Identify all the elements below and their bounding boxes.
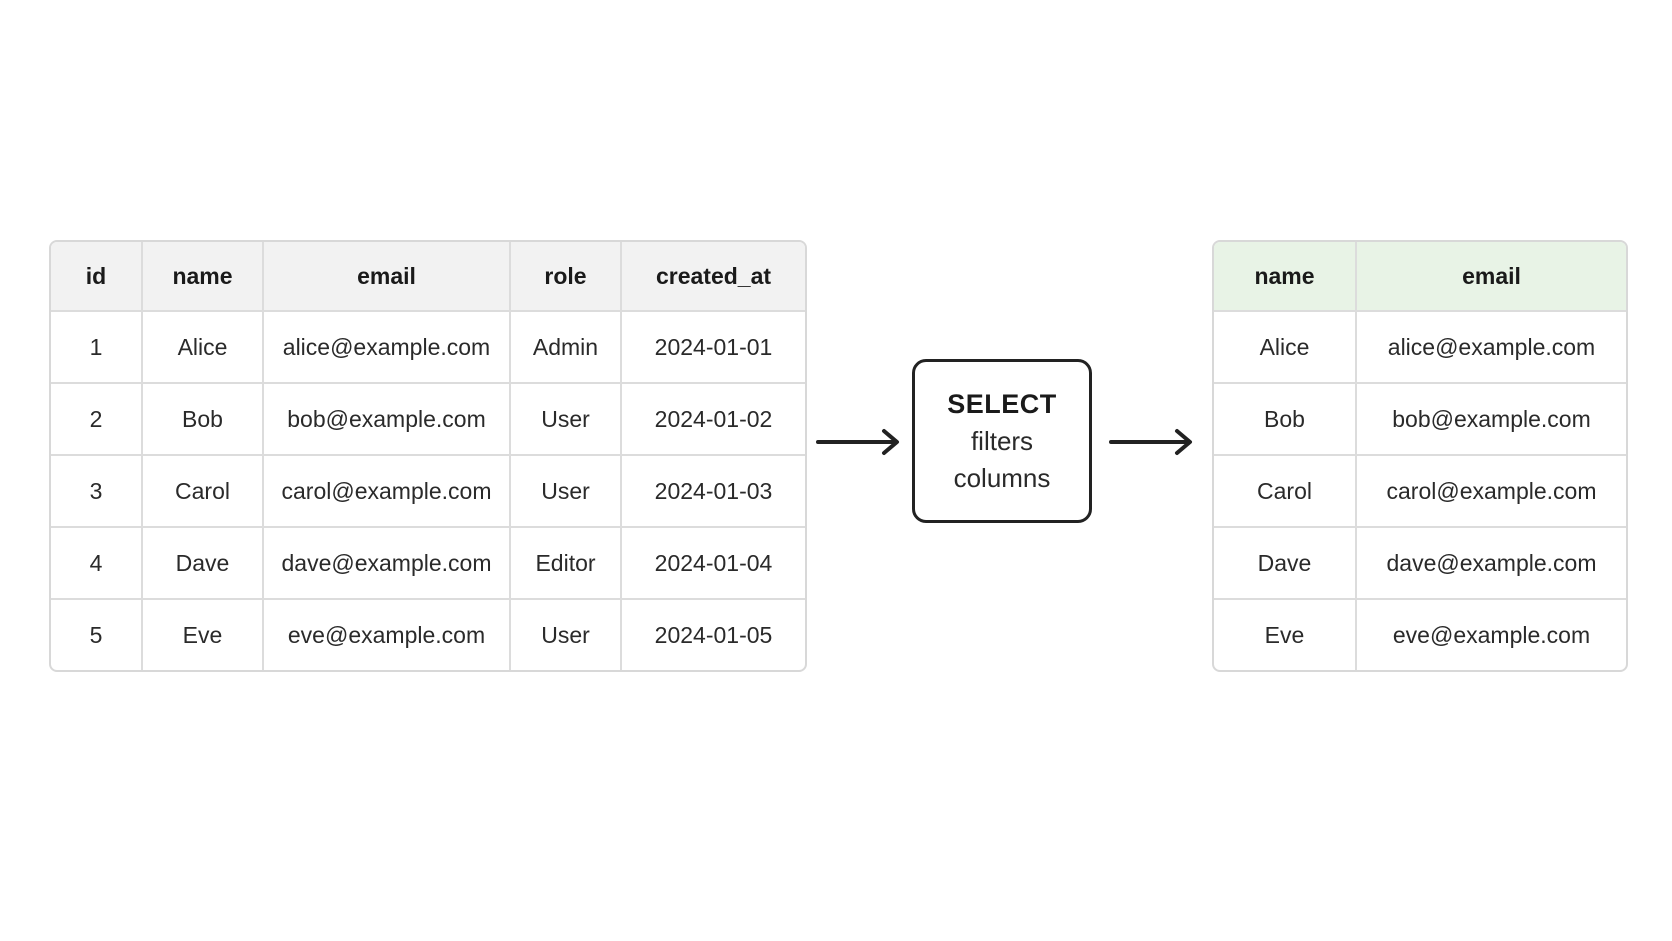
- table-cell: User: [511, 456, 622, 528]
- table-cell: 3: [51, 456, 143, 528]
- table-cell: Alice: [1214, 312, 1357, 384]
- table-cell: alice@example.com: [1357, 312, 1626, 384]
- column-header-created-at: created_at: [622, 242, 805, 312]
- table-cell: Eve: [1214, 600, 1357, 670]
- table-row: 4 Dave dave@example.com Editor 2024-01-0…: [51, 528, 805, 600]
- table-cell: bob@example.com: [264, 384, 511, 456]
- table-cell: dave@example.com: [1357, 528, 1626, 600]
- table-row: 1 Alice alice@example.com Admin 2024-01-…: [51, 312, 805, 384]
- table-row: Dave dave@example.com: [1214, 528, 1626, 600]
- table-cell: User: [511, 600, 622, 670]
- source-table: id name email role created_at 1 Alice al…: [49, 240, 807, 672]
- table-cell: eve@example.com: [264, 600, 511, 670]
- table-cell: carol@example.com: [1357, 456, 1626, 528]
- select-operation-box: SELECT filters columns: [912, 359, 1092, 523]
- table-row: Carol carol@example.com: [1214, 456, 1626, 528]
- table-row: 2 Bob bob@example.com User 2024-01-02: [51, 384, 805, 456]
- table-cell: alice@example.com: [264, 312, 511, 384]
- table-cell: Admin: [511, 312, 622, 384]
- table-cell: Eve: [143, 600, 264, 670]
- table-cell: User: [511, 384, 622, 456]
- column-header-email: email: [264, 242, 511, 312]
- table-cell: 5: [51, 600, 143, 670]
- table-cell: carol@example.com: [264, 456, 511, 528]
- table-cell: Alice: [143, 312, 264, 384]
- table-cell: 2024-01-03: [622, 456, 805, 528]
- arrow-right-icon: [816, 429, 899, 455]
- table-row: Alice alice@example.com: [1214, 312, 1626, 384]
- column-header-email: email: [1357, 242, 1626, 312]
- table-cell: Bob: [143, 384, 264, 456]
- arrow-right-icon: [1109, 429, 1192, 455]
- table-row: Bob bob@example.com: [1214, 384, 1626, 456]
- column-header-name: name: [143, 242, 264, 312]
- column-header-id: id: [51, 242, 143, 312]
- table-cell: 1: [51, 312, 143, 384]
- table-cell: 2024-01-04: [622, 528, 805, 600]
- table-cell: dave@example.com: [264, 528, 511, 600]
- select-keyword: SELECT: [947, 388, 1057, 419]
- table-row: 3 Carol carol@example.com User 2024-01-0…: [51, 456, 805, 528]
- table-cell: Bob: [1214, 384, 1357, 456]
- header-row: id name email role created_at: [51, 242, 805, 312]
- operation-description-line-2: columns: [953, 462, 1051, 493]
- table-row: Eve eve@example.com: [1214, 600, 1626, 670]
- table-cell: Editor: [511, 528, 622, 600]
- header-row: name email: [1214, 242, 1626, 312]
- table-cell: Carol: [143, 456, 264, 528]
- result-table: name email Alice alice@example.com Bob b…: [1212, 240, 1628, 672]
- operation-description-line-1: filters: [970, 425, 1034, 456]
- table-row: 5 Eve eve@example.com User 2024-01-05: [51, 600, 805, 670]
- table-cell: 2024-01-01: [622, 312, 805, 384]
- table-cell: 2: [51, 384, 143, 456]
- table-cell: Carol: [1214, 456, 1357, 528]
- table-cell: 4: [51, 528, 143, 600]
- table-cell: 2024-01-05: [654, 621, 773, 648]
- table-cell: bob@example.com: [1357, 384, 1626, 456]
- table-cell: eve@example.com: [1392, 621, 1591, 648]
- column-header-role: role: [511, 242, 622, 312]
- table-cell: Dave: [1214, 528, 1357, 600]
- column-header-name: name: [1214, 242, 1357, 312]
- table-cell: 2024-01-02: [622, 384, 805, 456]
- table-cell: Dave: [143, 528, 264, 600]
